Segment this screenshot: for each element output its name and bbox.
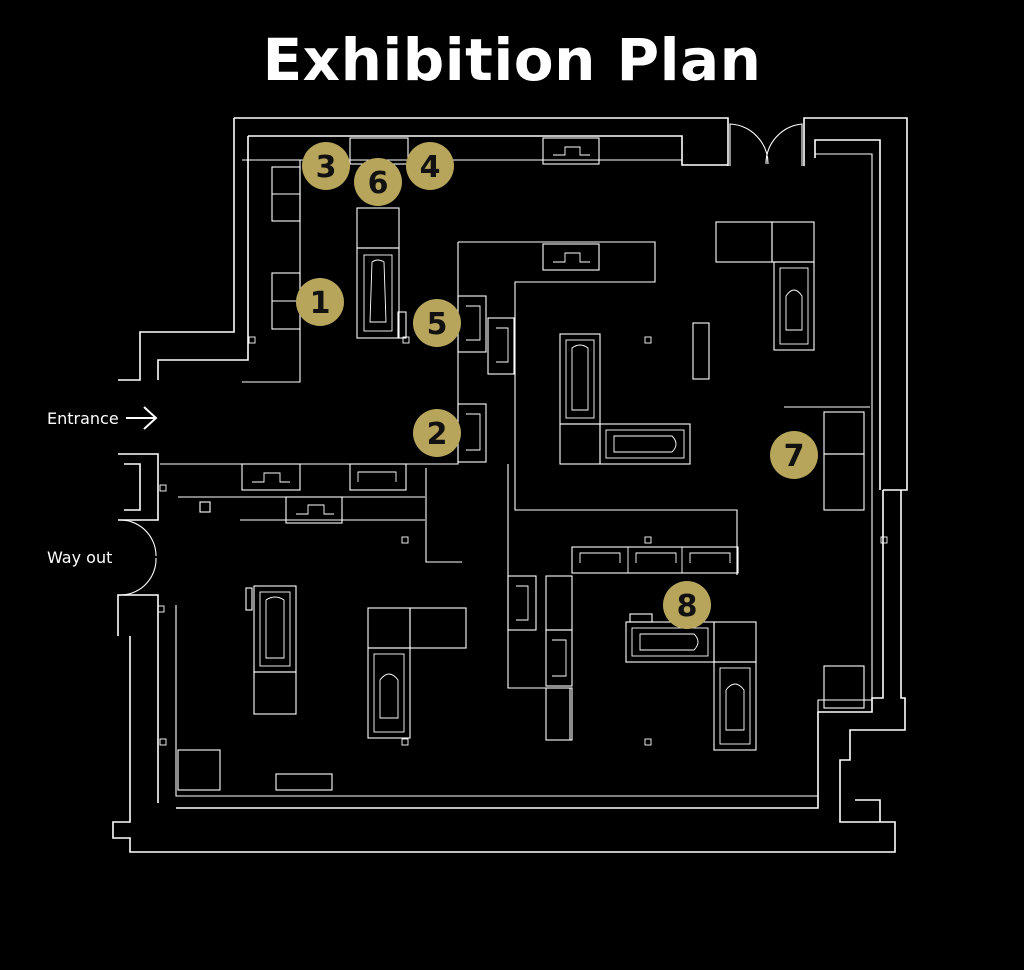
marker-7[interactable]: 7: [770, 431, 818, 479]
marker-3-label: 3: [316, 150, 337, 185]
pillars: [157, 336, 888, 746]
marker-4[interactable]: 4: [406, 142, 454, 190]
display-cases: [177, 137, 865, 791]
marker-5[interactable]: 5: [413, 299, 461, 347]
marker-7-label: 7: [784, 439, 805, 474]
marker-1-label: 1: [310, 286, 331, 321]
marker-6[interactable]: 6: [354, 158, 402, 206]
page-title: Exhibition Plan: [262, 26, 762, 94]
marker-2-label: 2: [427, 417, 448, 452]
marker-1[interactable]: 1: [296, 278, 344, 326]
marker-2[interactable]: 2: [413, 409, 461, 457]
outer-walls: [112, 117, 908, 853]
way-out-label: Way out: [47, 548, 113, 567]
partition-walls: [160, 153, 873, 797]
marker-3[interactable]: 3: [302, 142, 350, 190]
entrance-label: Entrance: [47, 409, 119, 428]
marker-6-label: 6: [368, 166, 389, 201]
marker-4-label: 4: [420, 150, 441, 185]
marker-8-label: 8: [677, 589, 698, 624]
marker-5-label: 5: [427, 307, 448, 342]
marker-8[interactable]: 8: [663, 581, 711, 629]
arrow-right-icon: [126, 406, 158, 430]
